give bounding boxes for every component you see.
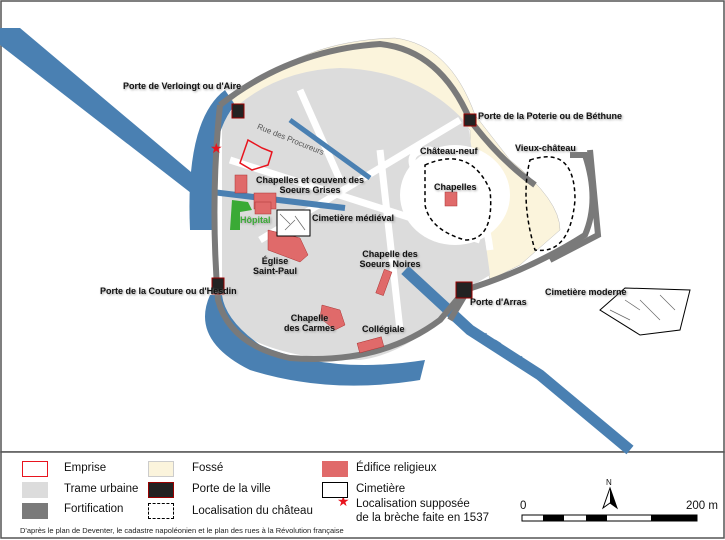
scale-bar [521, 514, 698, 522]
label-chateau-neuf: Château-neuf [420, 146, 478, 156]
canal [211, 189, 346, 211]
label-soeurs-noires: Chapelle des Soeurs Noires [359, 249, 421, 269]
emprise-outline [239, 138, 273, 171]
legend-fortification-label: Fortification [64, 503, 124, 515]
label-chapelles: Chapelles [434, 182, 477, 192]
moat-west [189, 90, 235, 230]
legend-porte-swatch [148, 482, 174, 498]
religious-buildings [234, 174, 458, 354]
legend-edifice-label: Édifice religieux [356, 462, 437, 474]
fortification-wall [211, 40, 596, 362]
legend-fortification-swatch [22, 503, 48, 519]
legend-emprise-swatch [22, 461, 48, 477]
streets [228, 88, 494, 331]
vieux-chateau-outline [525, 156, 576, 252]
moat-south [205, 295, 425, 386]
label-porte-poterie: Porte de la Poterie ou de Béthune [478, 111, 623, 121]
river-north [0, 28, 210, 200]
label-cimetiere-moderne: Cimetière moderne [545, 287, 627, 297]
scale-end-label: 200 m [686, 500, 718, 512]
label-porte-verloingt: Porte de Verloingt ou d'Aire [123, 81, 242, 91]
gate-couture [211, 277, 225, 295]
label-collegiale: Collégiale [362, 324, 405, 334]
north-arrow-icon [602, 486, 618, 510]
legend-fosse-swatch [148, 461, 174, 477]
label-porte-couture: Porte de la Couture ou d'Hesdin [100, 286, 237, 296]
legend-fosse-label: Fossé [192, 462, 224, 474]
vieux-chateau-wall [548, 149, 602, 263]
river-ternoise [401, 265, 634, 455]
legend-porte-label: Porte de la ville [192, 483, 271, 495]
hopital-outline [230, 200, 252, 230]
arras-wall [447, 293, 468, 322]
label-eglise-saint-paul: Église Saint-Paul [252, 256, 297, 276]
legend-edifice-swatch [322, 461, 348, 477]
legend-emprise-label: Emprise [64, 462, 107, 474]
gate-poterie [463, 113, 477, 127]
legend-trame-swatch [22, 482, 48, 498]
gate-verloingt [231, 103, 245, 119]
scale-start-label: 0 [520, 500, 527, 512]
chateau-neuf-outline [424, 158, 492, 241]
legend-trame-label: Trame urbaine [64, 483, 139, 495]
label-soeurs-grises: Chapelles et couvent des Soeurs Grises [255, 175, 365, 195]
label-cimetiere-medieval: Cimetière médiéval [312, 213, 395, 223]
legend-chateau-label: Localisation du château [192, 505, 313, 517]
label-hopital: Hôpital [240, 215, 271, 225]
legend-breche-label-2: de la brèche faite en 1537 [356, 512, 489, 524]
cimetiere-moderne-area [599, 287, 691, 336]
legend-cimetiere-label: Cimetière [356, 483, 406, 495]
gate-arras [455, 281, 473, 299]
legend-frame [0, 451, 725, 539]
legend-chateau-swatch [148, 503, 174, 519]
label-carmes: Chapelle des Carmes [283, 313, 336, 333]
label-porte-arras: Porte d'Arras [470, 297, 527, 307]
source-note: D'après le plan de Deventer, le cadastre… [20, 526, 344, 535]
breach-star-icon: ★ [210, 140, 223, 156]
label-vieux-chateau: Vieux-château [515, 143, 576, 153]
cimetiere-medieval-area [276, 209, 311, 237]
legend-cimetiere-swatch [322, 482, 348, 498]
legend-breche-label-1: Localisation supposée [356, 498, 470, 510]
north-label: N [606, 478, 612, 487]
stream [288, 117, 372, 181]
